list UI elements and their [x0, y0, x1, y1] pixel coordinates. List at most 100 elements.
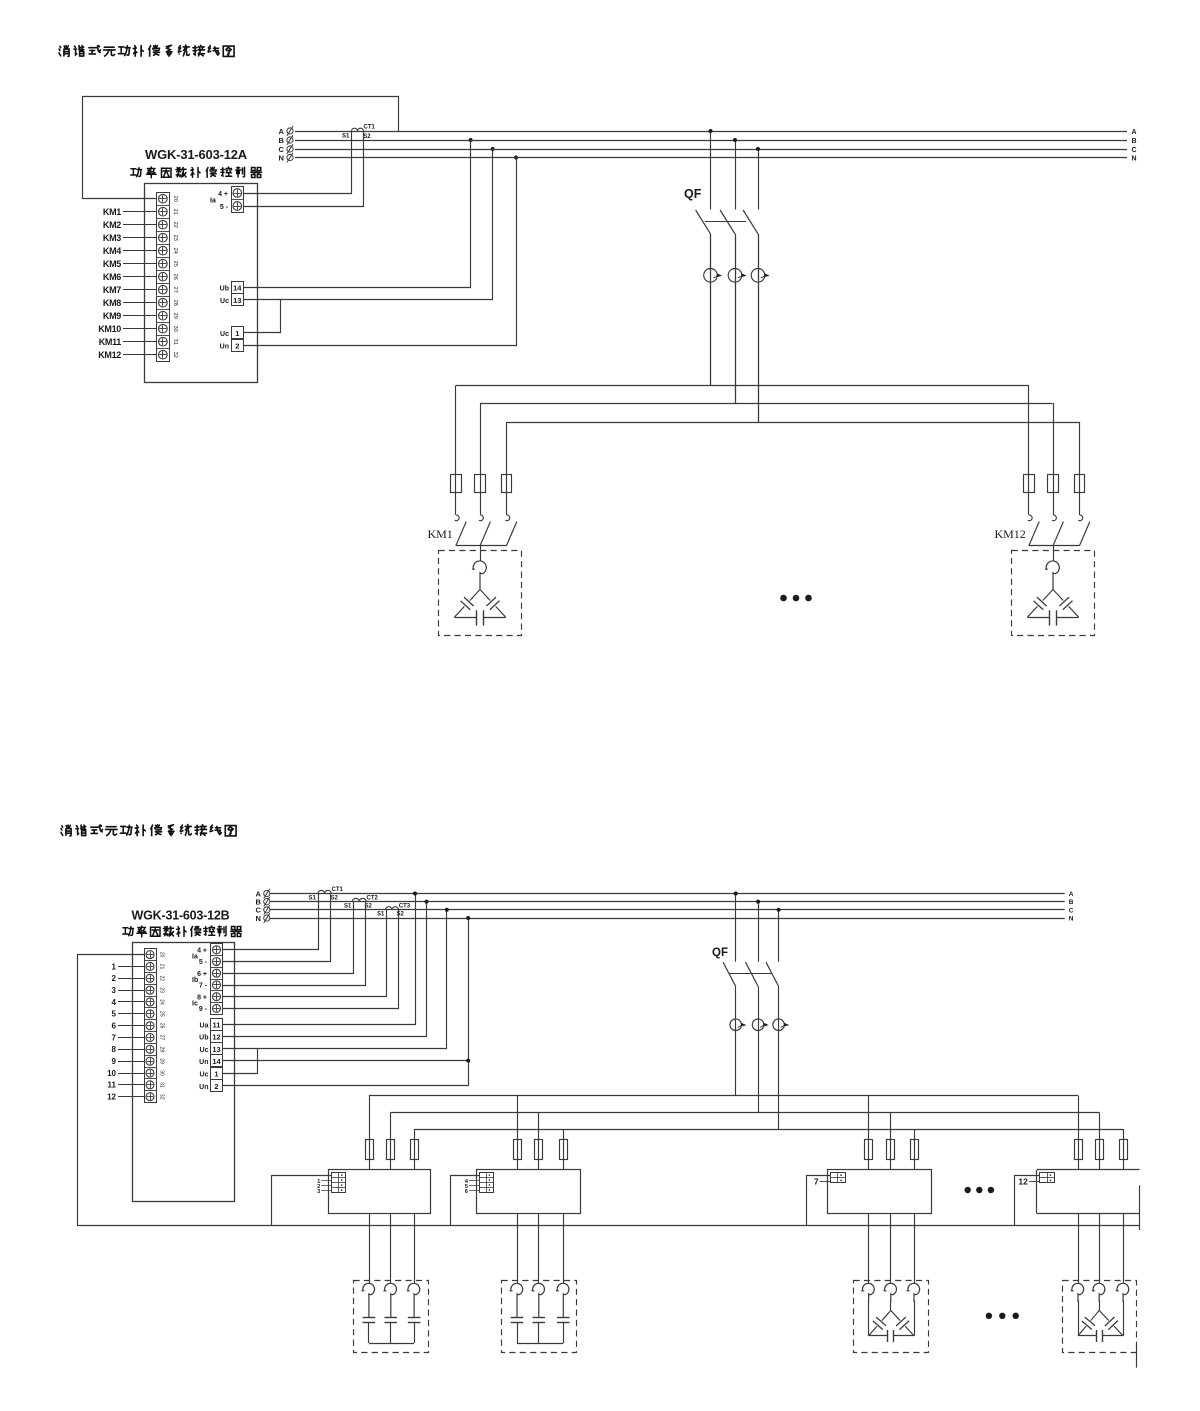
- svg-text:S1: S1: [377, 912, 385, 918]
- svg-text:S1: S1: [342, 134, 350, 140]
- svg-text:11: 11: [108, 1081, 117, 1090]
- svg-text:S1: S1: [344, 903, 352, 909]
- svg-text:S2: S2: [331, 895, 339, 901]
- svg-text:KM2: KM2: [103, 220, 121, 230]
- svg-text:S2: S2: [397, 912, 405, 918]
- svg-text:1: 1: [112, 962, 117, 971]
- svg-text:29: 29: [172, 313, 178, 319]
- svg-text:24: 24: [172, 248, 178, 254]
- svg-text:Ia: Ia: [192, 954, 198, 961]
- svg-text:26: 26: [172, 274, 178, 280]
- svg-text:B: B: [279, 136, 285, 145]
- svg-text:KM1: KM1: [427, 527, 452, 541]
- svg-text:N: N: [1132, 155, 1137, 162]
- svg-text:N: N: [279, 153, 284, 162]
- svg-text:WGK-31-603-12B: WGK-31-603-12B: [132, 909, 230, 923]
- svg-text:Uc: Uc: [200, 1072, 209, 1079]
- svg-text:26: 26: [159, 1023, 165, 1029]
- svg-text:Ic: Ic: [192, 1001, 198, 1008]
- svg-text:C: C: [1132, 147, 1137, 154]
- svg-text:CT1: CT1: [364, 125, 376, 131]
- svg-text:B: B: [1069, 899, 1074, 906]
- svg-text:8: 8: [112, 1045, 117, 1054]
- svg-text:C: C: [1069, 907, 1074, 914]
- svg-text:27: 27: [159, 1035, 165, 1041]
- svg-text:KM8: KM8: [103, 298, 121, 308]
- svg-text:N: N: [1069, 916, 1074, 923]
- svg-text:22: 22: [159, 976, 165, 982]
- svg-text:WGK-31-603-12A: WGK-31-603-12A: [145, 147, 248, 162]
- svg-text:30: 30: [159, 1070, 165, 1076]
- svg-text:31: 31: [159, 1082, 165, 1088]
- svg-text:A: A: [279, 127, 285, 136]
- svg-text:2: 2: [214, 1082, 218, 1091]
- svg-text:21: 21: [172, 209, 178, 215]
- svg-text:22: 22: [172, 222, 178, 228]
- svg-text:Uc: Uc: [220, 298, 229, 305]
- svg-text:24: 24: [159, 999, 165, 1005]
- svg-text:KM12: KM12: [994, 527, 1025, 541]
- svg-text:5 -: 5 -: [199, 959, 208, 966]
- svg-text:6 +: 6 +: [197, 971, 207, 978]
- svg-text:32: 32: [159, 1094, 165, 1100]
- svg-text:KM5: KM5: [103, 259, 121, 269]
- svg-text:B: B: [1132, 138, 1137, 145]
- svg-text:Uc: Uc: [220, 331, 229, 338]
- svg-text:Ib: Ib: [192, 977, 198, 984]
- svg-text:13: 13: [233, 296, 241, 305]
- svg-text:7: 7: [814, 1176, 819, 1186]
- svg-text:KM4: KM4: [103, 246, 121, 256]
- svg-text:5 -: 5 -: [220, 204, 229, 211]
- svg-text:KM11: KM11: [99, 337, 122, 347]
- svg-text:4 +: 4 +: [197, 947, 207, 954]
- svg-text:12: 12: [212, 1033, 220, 1042]
- svg-text:3: 3: [112, 986, 117, 995]
- svg-text:Ub: Ub: [220, 286, 229, 293]
- svg-text:20: 20: [159, 952, 165, 958]
- svg-text:31: 31: [172, 339, 178, 345]
- svg-text:CT3: CT3: [399, 904, 411, 910]
- svg-text:7: 7: [112, 1033, 117, 1042]
- svg-text:KM3: KM3: [103, 233, 121, 243]
- svg-text:CT1: CT1: [332, 887, 344, 893]
- svg-text:20: 20: [172, 196, 178, 202]
- svg-text:11: 11: [213, 1020, 221, 1029]
- svg-text:S1: S1: [309, 895, 317, 901]
- svg-text:CT2: CT2: [367, 895, 379, 901]
- svg-text:12: 12: [107, 1093, 116, 1102]
- svg-text:21: 21: [159, 964, 165, 970]
- svg-text:14: 14: [212, 1057, 221, 1066]
- svg-text:Ub: Ub: [199, 1035, 208, 1042]
- svg-text:Un: Un: [199, 1084, 208, 1091]
- svg-text:9: 9: [112, 1057, 117, 1066]
- svg-text:10: 10: [107, 1069, 116, 1078]
- svg-text:23: 23: [172, 235, 178, 241]
- svg-text:KM10: KM10: [98, 324, 121, 334]
- svg-text:Ua: Ua: [200, 1022, 209, 1029]
- svg-text:S2: S2: [363, 134, 371, 140]
- svg-text:1: 1: [235, 329, 239, 338]
- svg-text:23: 23: [159, 987, 165, 993]
- svg-text:4 +: 4 +: [218, 191, 228, 198]
- svg-text:14: 14: [233, 284, 242, 293]
- svg-text:12: 12: [1018, 1176, 1028, 1186]
- svg-text:2: 2: [112, 974, 117, 983]
- svg-text:32: 32: [172, 352, 178, 358]
- svg-text:1: 1: [214, 1070, 218, 1079]
- svg-text:A: A: [1069, 891, 1074, 898]
- svg-text:A: A: [1132, 129, 1137, 136]
- svg-text:2: 2: [235, 341, 239, 350]
- svg-text:30: 30: [172, 326, 178, 332]
- svg-text:Ia: Ia: [210, 197, 216, 204]
- svg-text:25: 25: [172, 261, 178, 267]
- svg-text:4: 4: [112, 998, 117, 1007]
- svg-text:KM6: KM6: [103, 272, 121, 282]
- svg-text:KM12: KM12: [98, 350, 121, 360]
- svg-text:5: 5: [112, 1010, 117, 1019]
- svg-text:25: 25: [159, 1011, 165, 1017]
- svg-text:Un: Un: [220, 343, 229, 350]
- svg-text:Uc: Uc: [200, 1047, 209, 1054]
- svg-text:28: 28: [172, 300, 178, 306]
- svg-text:Un: Un: [199, 1059, 208, 1066]
- svg-text:29: 29: [159, 1058, 165, 1064]
